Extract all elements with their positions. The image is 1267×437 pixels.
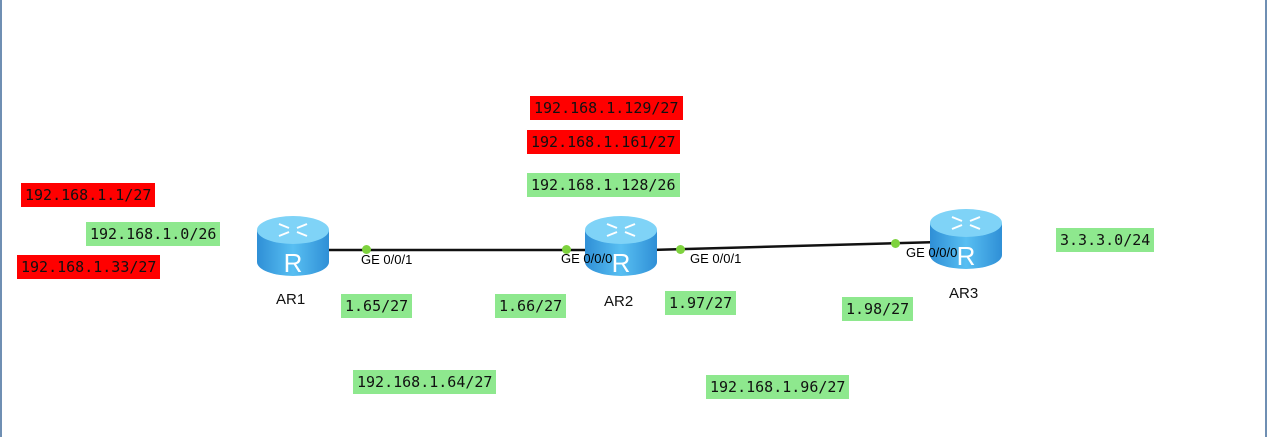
link2-network-label: 192.168.1.96/27 <box>706 375 850 399</box>
window-right-border <box>1265 0 1267 437</box>
ar1-network-label: 192.168.1.0/26 <box>86 222 221 246</box>
port-dot-ar3-ge000[interactable] <box>891 239 900 248</box>
router-ar1[interactable]: R <box>255 212 333 282</box>
port-label-ar1-ge001: GE 0/0/1 <box>361 252 413 267</box>
port-dot-ar2-ge001[interactable] <box>676 245 685 254</box>
ar2-network-label: 192.168.1.128/26 <box>527 173 680 197</box>
link1-network-label: 192.168.1.64/27 <box>353 370 497 394</box>
svg-text:R: R <box>957 241 976 271</box>
window-left-border <box>0 0 2 437</box>
port-label-ar3-ge000: GE 0/0/0 <box>906 245 958 260</box>
router-icon: R <box>930 209 1002 271</box>
router-icon: R <box>257 216 329 278</box>
ar2-loopback2-label: 192.168.1.161/27 <box>527 130 680 154</box>
ar1-loopback1-label: 192.168.1.1/27 <box>21 183 156 207</box>
router-ar2[interactable]: R <box>583 212 661 282</box>
ar2-left-interface-ip-label: 1.66/27 <box>495 294 567 318</box>
port-label-ar2-ge001: GE 0/0/1 <box>690 251 742 266</box>
router-label-ar1: AR1 <box>276 291 306 308</box>
router-ar3[interactable]: R <box>928 205 1006 275</box>
ar3-network-label: 3.3.3.0/24 <box>1056 228 1155 252</box>
router-label-ar2: AR2 <box>604 293 634 310</box>
ar1-loopback2-label: 192.168.1.33/27 <box>17 255 161 279</box>
ar2-right-interface-ip-label: 1.97/27 <box>665 291 737 315</box>
svg-text:R: R <box>612 248 631 278</box>
port-dot-ar2-ge000[interactable] <box>562 245 571 254</box>
svg-text:R: R <box>284 248 303 278</box>
port-label-ar2-ge000: GE 0/0/0 <box>561 251 613 266</box>
ar2-loopback1-label: 192.168.1.129/27 <box>530 96 683 120</box>
ar3-interface-ip-label: 1.98/27 <box>842 297 914 321</box>
port-dot-ar1-ge001[interactable] <box>362 245 371 254</box>
router-label-ar3: AR3 <box>949 285 979 302</box>
router-icon: R <box>585 216 657 278</box>
ar1-interface-ip-label: 1.65/27 <box>341 294 413 318</box>
